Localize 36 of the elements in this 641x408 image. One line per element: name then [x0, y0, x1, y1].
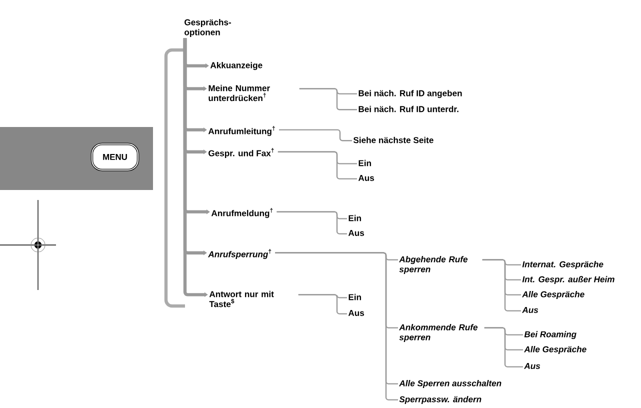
menu-button: MENU [90, 142, 140, 172]
submenu-item: Abgehende Rufe sperren [399, 256, 468, 274]
option-text: Aus [524, 363, 540, 369]
menu-item: Anrufumleitung$^{†}$ [208, 126, 275, 136]
option-text: Bei Roaming [524, 331, 576, 339]
submenu-item: Alle Sperren ausschalten [399, 380, 502, 388]
option-text: Int. Gespr. außer Heim [522, 276, 614, 284]
option-text: Aus [348, 310, 364, 316]
menu-item: Meine Nummer unterdrücken$^{†}$ [208, 84, 270, 102]
menu-item: Gespr. und Fax$^{†}$ [208, 148, 274, 158]
connector [276, 211, 347, 234]
option-text: Ein [358, 160, 371, 166]
menu-heading: Gesprächs-optionen [184, 19, 231, 37]
connector [299, 88, 357, 110]
option-text: Aus [522, 307, 538, 313]
connector [279, 129, 352, 142]
connector [298, 294, 347, 314]
option-text: Siehe nächste Seite [353, 136, 434, 144]
option-text: Ein [348, 294, 361, 300]
menu-item: Anrufsperrung$^{†}$ [208, 249, 272, 259]
connector [278, 151, 357, 180]
option-text: Internat. Gespräche [522, 261, 604, 269]
connector [482, 259, 521, 312]
option-text: Aus [358, 175, 374, 181]
option-text: Aus [348, 230, 364, 236]
connector [484, 327, 523, 368]
submenu-item: Ankommende Rufe sperren [399, 324, 478, 342]
option-text: Alle Gespräche [524, 346, 586, 354]
menu-item: Akkuanzeige [210, 62, 262, 70]
menu-item: Antwort nur mit Taste$^{$}$ [209, 290, 274, 308]
option-text: Bei näch. Ruf ID unterdr. [358, 106, 458, 112]
submenu-item: Sperrpassw. ändern [399, 396, 482, 404]
menu-item: Anrufmeldung$^{†}$ [211, 208, 273, 218]
option-text: Alle Gespräche [522, 291, 584, 299]
option-text: Ein [348, 214, 361, 222]
option-text: Bei näch. Ruf ID angeben [358, 90, 462, 98]
